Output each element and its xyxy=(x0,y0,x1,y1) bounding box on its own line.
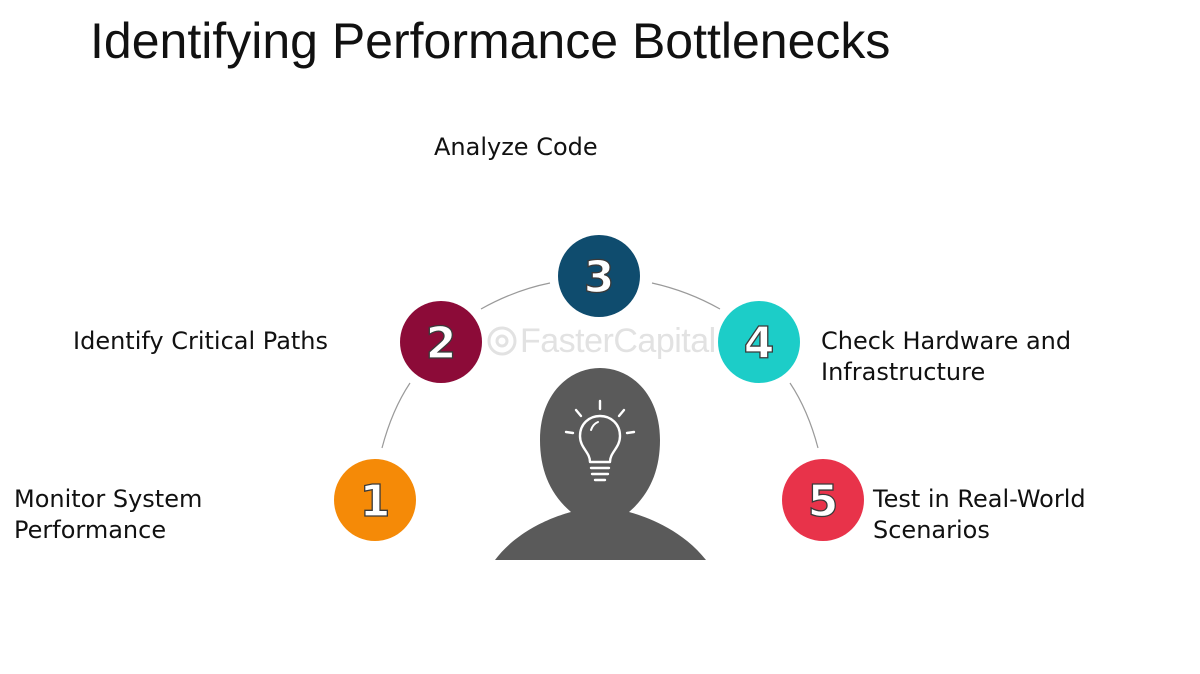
step-2-circle-fill xyxy=(400,301,482,383)
step-1-label-line-2: Performance xyxy=(14,516,167,544)
step-5-label-line-1: Test in Real-World xyxy=(873,485,1086,513)
arc-connector-2-3 xyxy=(480,282,551,310)
arc-connector-1-2 xyxy=(381,382,411,449)
step-4-label: Check Hardware and Infrastructure xyxy=(821,326,1071,388)
step-3-label-line-1: Analyze Code xyxy=(434,133,598,161)
step-4-number: 4 xyxy=(744,318,775,369)
step-1-number: 1 xyxy=(360,476,391,527)
head-with-lightbulb-icon xyxy=(495,368,706,560)
step-3-number: 3 xyxy=(584,252,615,303)
arc-connectors xyxy=(381,282,819,449)
page-title: Identifying Performance Bottlenecks xyxy=(90,13,891,69)
step-5-circle-fill xyxy=(782,459,864,541)
watermark: FasterCapital xyxy=(520,322,716,360)
step-4-circle-fill xyxy=(718,301,800,383)
step-1-label: Monitor System Performance xyxy=(14,484,202,546)
step-circles: 1 2 3 4 5 xyxy=(334,235,864,541)
step-5-number: 5 xyxy=(808,476,839,527)
lightbulb-icon xyxy=(564,399,636,482)
step-3-label: Analyze Code xyxy=(434,132,598,163)
step-2-number: 2 xyxy=(426,318,457,369)
arc-connector-4-5 xyxy=(789,382,819,449)
watermark-gear-icon xyxy=(487,326,517,356)
step-1-circle-fill xyxy=(334,459,416,541)
step-1-label-line-1: Monitor System xyxy=(14,485,203,513)
step-4-label-line-1: Check Hardware and xyxy=(821,327,1072,355)
step-5-circle: 5 xyxy=(782,459,864,541)
arc-connector-3-4 xyxy=(651,282,721,310)
step-5-label-line-2: Scenarios xyxy=(873,516,990,544)
head-silhouette xyxy=(495,368,706,560)
step-3-circle: 3 xyxy=(558,235,640,317)
step-5-label: Test in Real-World Scenarios xyxy=(873,484,1086,546)
step-3-circle-fill xyxy=(558,235,640,317)
step-4-circle: 4 xyxy=(718,301,800,383)
step-4-label-line-2: Infrastructure xyxy=(821,358,986,386)
step-1-circle: 1 xyxy=(334,459,416,541)
step-2-circle: 2 xyxy=(400,301,482,383)
step-2-label: Identify Critical Paths xyxy=(73,326,328,357)
step-2-label-line-1: Identify Critical Paths xyxy=(73,327,329,355)
